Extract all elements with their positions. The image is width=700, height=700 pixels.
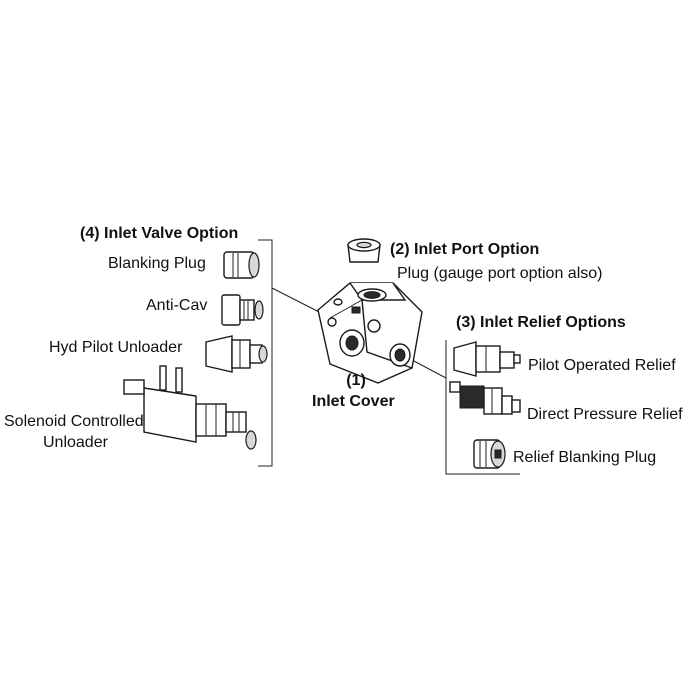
blanking-plug-part — [223, 251, 260, 279]
relief-option-bracket — [445, 340, 520, 475]
valve-option-anti-cav: Anti-Cav — [146, 297, 208, 314]
valve-option-bracket — [258, 239, 273, 467]
hyd-pilot-unloader-part — [205, 335, 268, 373]
valve-option-solenoid-line1: Solenoid Controlled — [4, 413, 144, 430]
relief-option-direct-pressure: Direct Pressure Relief — [527, 406, 683, 423]
port-plug-part — [347, 238, 381, 263]
valve-option-blanking-plug: Blanking Plug — [108, 255, 206, 272]
relief-options-title: (3) Inlet Relief Options — [456, 314, 626, 331]
relief-blanking-plug-part — [473, 439, 506, 469]
relief-option-pilot-operated: Pilot Operated Relief — [528, 357, 676, 374]
inlet-cover-number: (1) — [346, 372, 366, 389]
valve-leader-line — [271, 287, 326, 316]
valve-option-solenoid-line2: Unloader — [43, 434, 108, 451]
inlet-cover-part — [317, 282, 423, 384]
port-option-plug: Plug (gauge port option also) — [397, 265, 603, 282]
port-option-title: (2) Inlet Port Option — [390, 241, 540, 258]
pilot-relief-part — [453, 341, 521, 377]
valve-option-title: (4) Inlet Valve Option — [80, 225, 239, 242]
inlet-cover-name: Inlet Cover — [312, 393, 395, 410]
valve-option-hyd-pilot-unloader: Hyd Pilot Unloader — [49, 339, 183, 356]
relief-option-blanking-plug: Relief Blanking Plug — [513, 449, 657, 466]
direct-relief-part — [449, 381, 521, 415]
anti-cav-part — [221, 294, 264, 326]
relief-leader-line — [411, 359, 447, 379]
solenoid-unloader-part — [123, 365, 257, 450]
